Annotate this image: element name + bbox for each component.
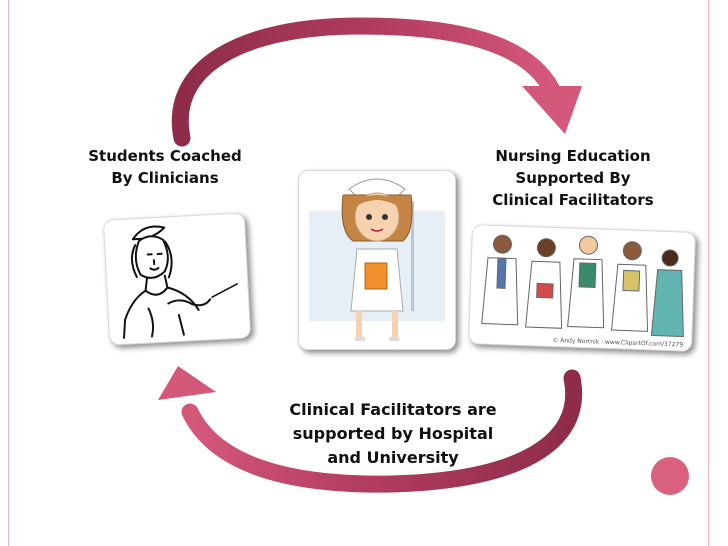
clinical-facilitators-label: Clinical Facilitators are supported by H… [262, 398, 524, 470]
nursing-education-line-1: Nursing Education [495, 147, 651, 165]
nursing-education-line-3: Clinical Facilitators [492, 191, 654, 209]
cartoon-nurse-icon [309, 178, 445, 341]
medical-staff-group-image: © Andy Nortnik · www.ClipartOf.com/37279 [467, 224, 697, 352]
bottom-cycle-arrow [158, 366, 583, 493]
slide-frame-right-line [708, 0, 709, 546]
students-coached-line-1: Students Coached [88, 147, 242, 165]
cartoon-nurse-image [298, 170, 456, 350]
nursing-education-line-2: Supported By [515, 169, 631, 187]
nurse-sketch-image [102, 212, 252, 346]
clinical-facilitators-line-3: and University [327, 448, 459, 467]
students-coached-label: Students Coached By Clinicians [60, 145, 270, 189]
top-cycle-arrow [171, 17, 582, 147]
medical-staff-group-icon [481, 234, 684, 338]
clinical-facilitators-line-2: supported by Hospital [292, 424, 494, 443]
clinical-facilitators-line-1: Clinical Facilitators are [289, 400, 497, 419]
accent-dot [651, 457, 689, 495]
students-coached-line-2: By Clinicians [111, 169, 219, 187]
nursing-education-label: Nursing Education Supported By Clinical … [462, 145, 684, 211]
slide-frame-left-line [8, 0, 9, 546]
nurse-sketch-icon [123, 225, 239, 339]
